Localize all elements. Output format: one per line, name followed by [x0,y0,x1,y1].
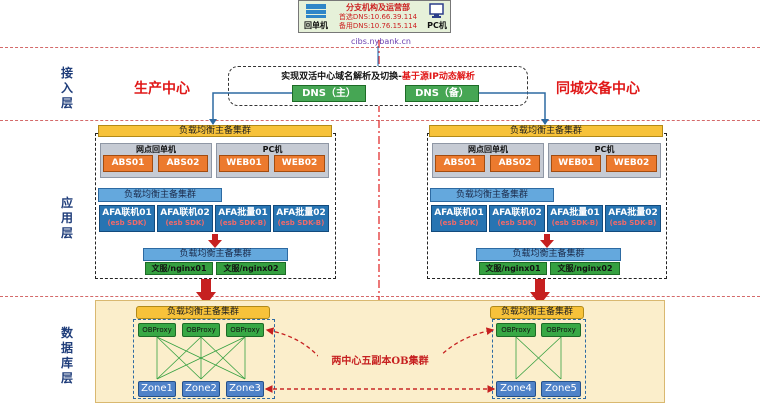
dr-afa-1-sub: (esb SDK) [439,219,479,227]
prod-afa-1[interactable]: AFA联机01(esb SDK) [99,205,155,232]
teller-label: 回单机 [304,21,328,30]
prod-lb-mid: 负载均衡主备集群 [98,188,222,202]
dr-lb-bottom: 负载均衡主备集群 [476,248,621,261]
dns-connectors [209,46,549,125]
zone-3[interactable]: Zone3 [226,381,264,397]
prod-nginx01[interactable]: 文服/nginx01 [145,262,213,275]
zone-5[interactable]: Zone5 [541,381,581,397]
prod-afa-4[interactable]: AFA批量02(esb SDK-B) [273,205,329,232]
prod-lb-bottom: 负载均衡主备集群 [143,248,288,261]
dr-afa-3-sub: (esb SDK-B) [551,219,599,227]
dns-backup-text: 备用DNS:10.76.15.114 [338,22,418,30]
zone-1[interactable]: Zone1 [138,381,176,397]
dr-afa-3-title: AFA批量01 [550,208,600,218]
separator-db-top [0,296,760,297]
prod-app-arrow-1 [208,234,222,248]
dr-ob-mesh [515,336,562,380]
prod-afa-2-sub: (esb SDK) [165,219,205,227]
dr-afa-2-sub: (esb SDK) [497,219,537,227]
prod-obproxy-3[interactable]: OBProxy [226,323,264,337]
prod-down-arrow [196,279,216,305]
dr-obproxy-2[interactable]: OBProxy [541,323,581,337]
layer-label-access: 接入层 [60,66,73,110]
pc-icon [428,3,446,19]
prod-afa-1-title: AFA联机01 [102,208,152,218]
layer-label-app: 应用层 [60,196,73,240]
dns-title-red: 基于源IP动态解析 [401,72,475,82]
dr-afa-2-title: AFA联机02 [492,208,542,218]
prod-afa-4-title: AFA批量02 [276,208,326,218]
zone-2[interactable]: Zone2 [182,381,220,397]
dr-down-arrow [530,279,550,305]
dr-afa-1[interactable]: AFA联机01(esb SDK) [431,205,487,232]
dr-abs02[interactable]: ABS02 [490,155,540,172]
prod-group-pc-label: PC机 [262,145,283,154]
dr-lb-top: 负载均衡主备集群 [429,125,663,137]
dr-nginx02[interactable]: 文服/nginx02 [550,262,620,275]
dr-afa-4[interactable]: AFA批量02(esb SDK-B) [605,205,661,232]
pc-label: PC机 [427,21,447,30]
layer-label-db: 数据库层 [60,326,73,385]
teller-icon [305,3,327,19]
dr-afa-3[interactable]: AFA批量01(esb SDK-B) [547,205,603,232]
dr-afa-2[interactable]: AFA联机02(esb SDK) [489,205,545,232]
prod-afa-2[interactable]: AFA联机02(esb SDK) [157,205,213,232]
dr-center-title: 同城灾备中心 [556,81,640,97]
dr-afa-4-title: AFA批量02 [608,208,658,218]
dns-main-button[interactable]: DNS（主） [292,85,366,102]
dr-app-arrow-1 [540,234,554,248]
prod-ob-mesh [156,336,246,380]
prod-afa-3[interactable]: AFA批量01(esb SDK-B) [215,205,271,232]
dr-web02[interactable]: WEB02 [606,155,657,172]
prod-nginx02[interactable]: 文服/nginx02 [216,262,286,275]
separator-access-top [0,47,760,48]
prod-db-dashbox [133,319,275,399]
prod-obproxy-1[interactable]: OBProxy [138,323,176,337]
prod-afa-3-title: AFA批量01 [218,208,268,218]
dr-group-teller-label: 网点回单机 [468,145,508,154]
dr-afa-1-title: AFA联机01 [434,208,484,218]
branch-title: 分支机构及运营部 [346,3,410,12]
dns-title-black: 实现双活中心域名解析及切换- [281,72,402,82]
dr-abs01[interactable]: ABS01 [435,155,485,172]
prod-group-teller: 网点回单机 [100,143,212,178]
prod-web01[interactable]: WEB01 [219,155,269,172]
prod-afa-2-title: AFA联机02 [160,208,210,218]
dr-group-pc-label: PC机 [594,145,615,154]
prod-lb-top: 负载均衡主备集群 [98,125,332,137]
dr-obproxy-1[interactable]: OBProxy [496,323,536,337]
dr-db-lb: 负载均衡主备集群 [490,306,584,319]
dns-backup-button[interactable]: DNS（备） [405,85,479,102]
prod-obproxy-2[interactable]: OBProxy [182,323,220,337]
prod-group-teller-label: 网点回单机 [136,145,176,154]
prod-center-title: 生产中心 [134,81,190,97]
dns-box-title: 实现双活中心域名解析及切换-基于源IP动态解析 [230,69,526,82]
ob-cluster-label: 两中心五副本OB集群 [318,352,442,367]
prod-afa-4-sub: (esb SDK-B) [277,219,325,227]
prod-afa-3-sub: (esb SDK-B) [219,219,267,227]
dr-afa-4-sub: (esb SDK-B) [609,219,657,227]
zone-4[interactable]: Zone4 [496,381,536,397]
dr-db-dashbox [492,319,586,399]
prod-web02[interactable]: WEB02 [274,155,325,172]
dr-nginx01[interactable]: 文服/nginx01 [479,262,547,275]
dns-primary-text: 首选DNS:10.66.39.114 [338,13,418,21]
dr-web01[interactable]: WEB01 [551,155,601,172]
dr-lb-mid: 负载均衡主备集群 [430,188,554,202]
prod-abs02[interactable]: ABS02 [158,155,208,172]
prod-abs01[interactable]: ABS01 [103,155,153,172]
domain-label: cibs.nybank.cn [351,37,411,46]
prod-afa-1-sub: (esb SDK) [107,219,147,227]
prod-db-lb: 负载均衡主备集群 [136,306,270,319]
separator-app-top [0,120,760,121]
